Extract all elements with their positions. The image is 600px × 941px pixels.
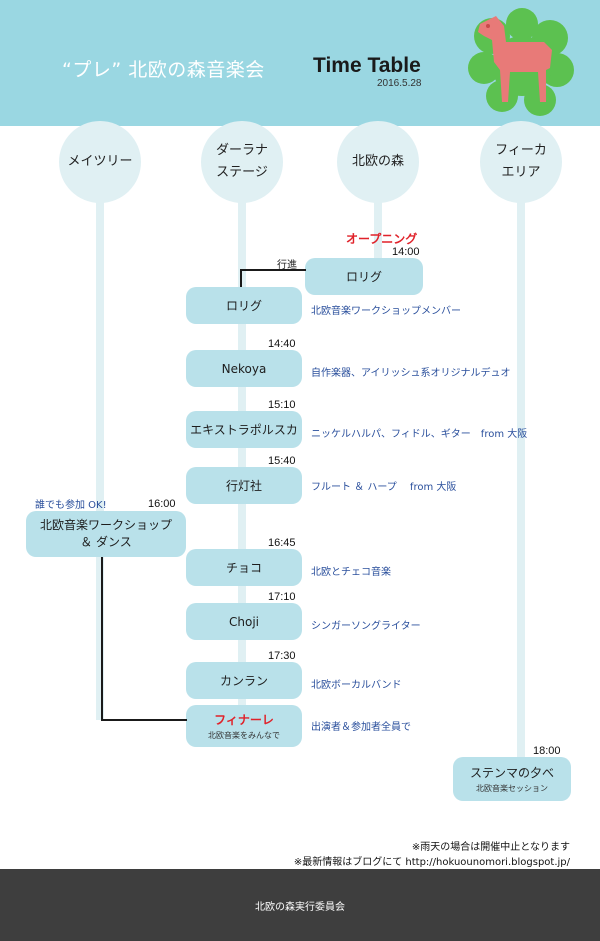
parade-line-v <box>240 269 242 287</box>
event-opening-rorig: ロリグ <box>305 258 423 295</box>
event-choko-time: 16:45 <box>268 537 296 549</box>
blog-note: ※最新情報はブログにて http://hokuounomori.blogspot… <box>293 857 570 868</box>
workshop-line-v <box>101 557 103 721</box>
event-date: 2016.5.28 <box>377 78 422 89</box>
footer-organizer: 北欧の森実行委員会 <box>255 901 345 913</box>
event-choko-desc: 北欧とチェコ音楽 <box>311 567 391 578</box>
lane-maytree <box>96 160 104 720</box>
workshop-time: 16:00 <box>148 498 176 510</box>
event-andonsha-desc: フルート ＆ ハープ from 大阪 <box>311 482 457 493</box>
event-nekoya: Nekoya <box>186 350 302 387</box>
fika-time: 18:00 <box>533 745 561 757</box>
parade-line-h <box>240 269 306 271</box>
event-extrapolska: エキストラポルスカ <box>186 411 302 448</box>
column-dalarna-stage: ダーラナ ステージ <box>201 121 283 203</box>
event-choji-time: 17:10 <box>268 591 296 603</box>
event-extrapolska-desc: ニッケルハルパ、フィドル、ギター from 大阪 <box>311 429 528 440</box>
event-kanran: カンラン <box>186 662 302 699</box>
event-nekoya-desc: 自作楽器、アイリッシュ系オリジナルデュオ <box>311 368 511 379</box>
event-andonsha: 行灯社 <box>186 467 302 504</box>
page-title: “プレ” 北欧の森音楽会 <box>62 59 265 81</box>
event-finale: フィナーレ 北欧音楽をみんなで <box>186 705 302 747</box>
event-kanran-time: 17:30 <box>268 650 296 662</box>
opening-label: オープニング <box>346 232 418 246</box>
column-fika-area: フィーカ エリア <box>480 121 562 203</box>
event-stenma-evening: ステンマの夕べ 北欧音楽セッション <box>453 757 571 801</box>
event-rorig: ロリグ <box>186 287 302 324</box>
event-rorig-desc: 北欧音楽ワークショップメンバー <box>311 306 461 317</box>
finale-sub: 北欧音楽をみんなで <box>208 731 280 740</box>
lane-fika <box>517 160 525 766</box>
page-title-en: Time Table <box>313 54 421 77</box>
rain-note: ※雨天の場合は開催中止となります <box>411 842 570 853</box>
workshop-line-h <box>101 719 187 721</box>
opening-time: 14:00 <box>392 246 420 258</box>
event-choko: チョコ <box>186 549 302 586</box>
parade-label: 行進 <box>277 260 297 271</box>
event-finale-desc: 出演者＆参加者全員で <box>311 722 411 733</box>
finale-label: フィナーレ <box>214 713 274 727</box>
event-kanran-desc: 北欧ボーカルバンド <box>311 680 402 691</box>
footer: 北欧の森実行委員会 <box>0 869 600 941</box>
event-choji-desc: シンガーソングライター <box>311 621 421 632</box>
event-extrapolska-time: 15:10 <box>268 399 296 411</box>
event-andonsha-time: 15:40 <box>268 455 296 467</box>
event-nekoya-time: 14:40 <box>268 338 296 350</box>
dala-horse-illustration <box>468 8 574 116</box>
event-workshop-dance: 北欧音楽ワークショップ ＆ ダンス <box>26 511 186 557</box>
event-choji: Choji <box>186 603 302 640</box>
column-maytree: メイツリー <box>59 121 141 203</box>
lane-forest <box>374 160 382 270</box>
workshop-note: 誰でも参加 OK! <box>35 500 107 511</box>
column-nordic-forest: 北欧の森 <box>337 121 419 203</box>
